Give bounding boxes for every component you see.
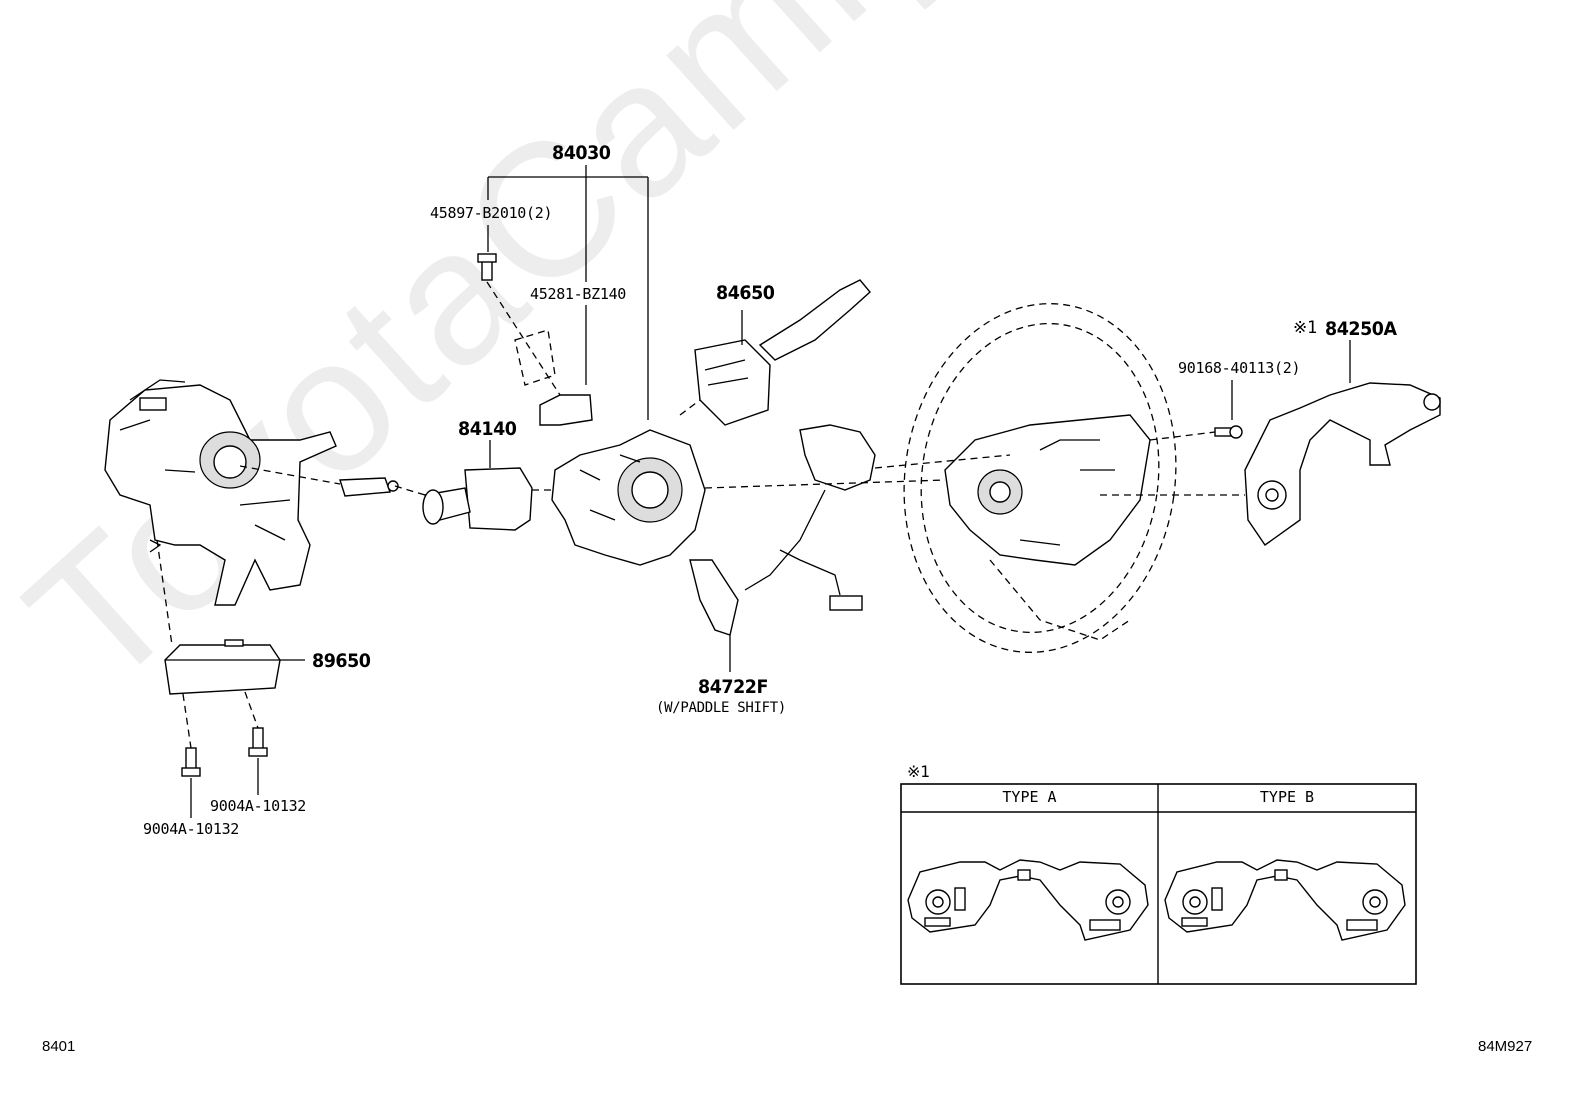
label-89650: 89650: [312, 650, 371, 672]
paddle-84722f: [689, 424, 876, 672]
screw-45897: [477, 253, 497, 281]
assembly-lines: [156, 281, 1245, 749]
switch-84140: [339, 440, 533, 531]
switch-84650: [694, 279, 871, 426]
bolts-9004a: [181, 727, 268, 818]
pad-switch-84250a: [1244, 340, 1441, 546]
label-84250a-mark: ※1: [1293, 318, 1317, 338]
label-84140: 84140: [458, 418, 517, 440]
label-45897-b2010: 45897-B2010(2): [430, 204, 553, 222]
label-84250a: 84250A: [1325, 318, 1397, 340]
steering-column: [104, 379, 337, 606]
screw-90168: [1214, 380, 1243, 439]
clock-spring-84030: [539, 394, 706, 566]
type-a-header: TYPE A: [1002, 788, 1057, 806]
leader-84030: [487, 165, 649, 420]
label-90168-40113: 90168-40113(2): [1178, 359, 1301, 377]
label-84722f-note: (W/PADDLE SHIFT): [656, 700, 787, 716]
label-84650: 84650: [716, 282, 775, 304]
label-45281-bz140: 45281-BZ140: [530, 285, 627, 303]
label-9004a-10132-upper: 9004A-10132: [210, 797, 307, 815]
type-b-header: TYPE B: [1259, 788, 1315, 806]
label-9004a-10132-lower: 9004A-10132: [143, 820, 240, 838]
steering-wheel: [903, 303, 1177, 653]
label-84722f: 84722F: [698, 676, 769, 698]
ecu-89650: [164, 639, 305, 695]
label-84030: 84030: [552, 142, 611, 164]
type-a-switch: [907, 859, 1149, 941]
type-inset-frame: [900, 783, 1417, 985]
type-b-switch: [1164, 859, 1406, 941]
footer-right-code: 84M927: [1478, 1038, 1533, 1055]
inset-mark: ※1: [907, 762, 930, 781]
footer-left-code: 8401: [42, 1038, 76, 1055]
